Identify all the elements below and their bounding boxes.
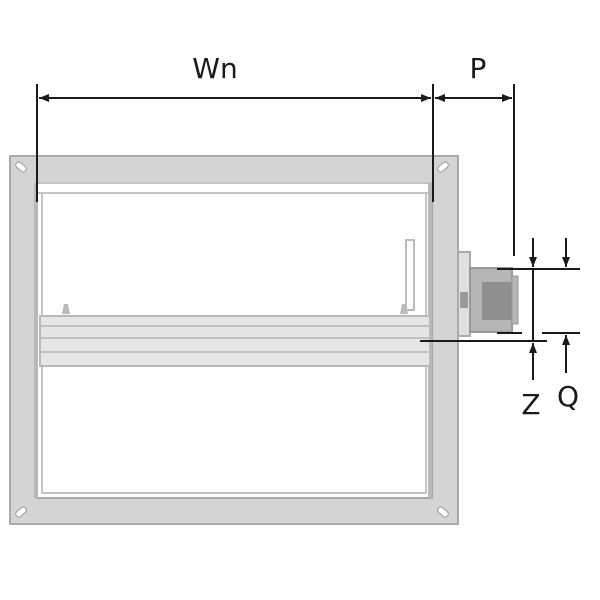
height-label: Q [557,380,579,413]
mounting-hole-icon [15,506,27,518]
width-label: Wn [192,52,237,85]
mounting-hole-icon [437,161,449,173]
projection-label: P [470,52,487,85]
mounting-hole-icon [437,506,449,518]
offset-label: Z [521,388,540,421]
damper-blade [39,239,431,367]
actuator [457,251,519,337]
dimension-lines [36,84,580,380]
mounting-hole-icon [15,161,27,173]
